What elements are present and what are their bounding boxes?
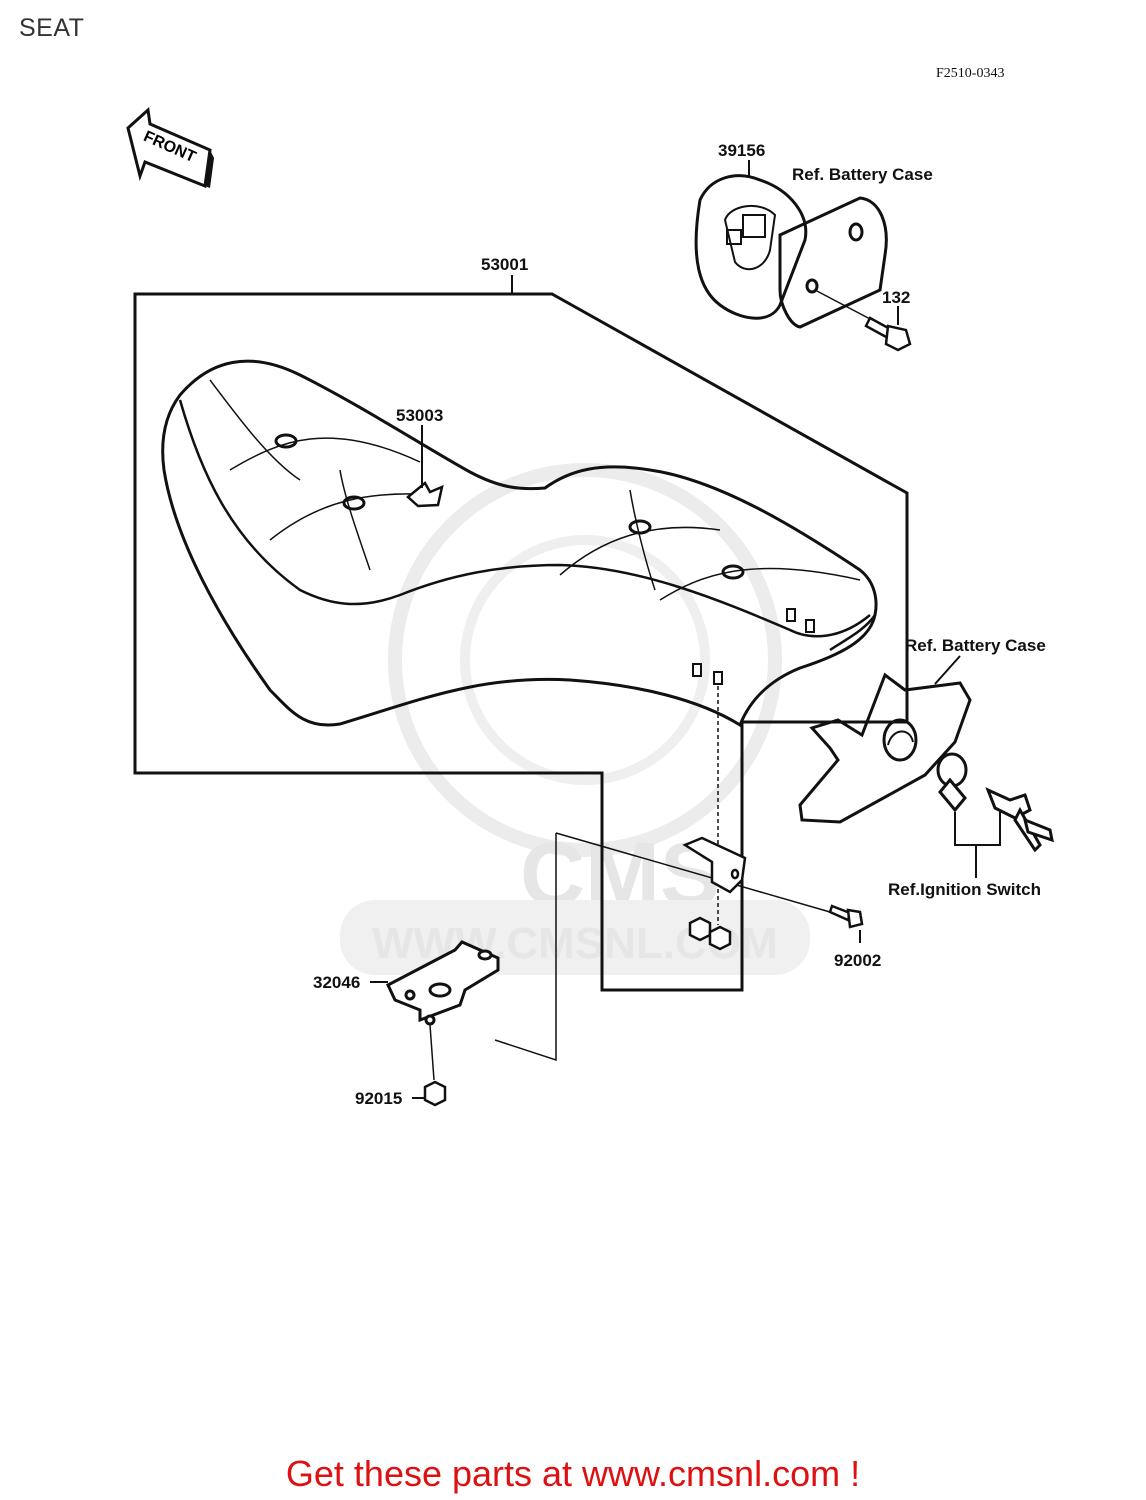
page-title: SEAT <box>19 14 85 42</box>
battery-cover <box>694 174 888 329</box>
ignition-bracket <box>954 812 1001 878</box>
hardware-frame <box>494 832 831 1062</box>
label-53003: 53003 <box>396 406 443 425</box>
footer-link[interactable]: Get these parts at www.cmsnl.com ! <box>285 1453 861 1494</box>
bracket-32046 <box>386 940 500 1026</box>
bracket-upper <box>682 836 747 894</box>
nut-92015 <box>423 1080 447 1107</box>
label-ref-battery-case-right: Ref. Battery Case <box>905 636 1046 655</box>
label-92015: 92015 <box>355 1089 402 1108</box>
ignition-switch <box>936 752 1054 853</box>
diagram-code: F2510-0343 <box>936 66 1005 81</box>
label-32046: 32046 <box>313 973 360 992</box>
label-39156: 39156 <box>718 141 765 160</box>
label-53001: 53001 <box>481 255 528 274</box>
label-92002: 92002 <box>834 951 881 970</box>
seat-emblem <box>406 425 444 508</box>
label-132: 132 <box>882 288 910 307</box>
parts-diagram: CMS WWW.CMSNL.COM FRONT <box>126 107 1054 1108</box>
seat-hooks <box>692 608 815 685</box>
bolt-92002 <box>828 904 864 929</box>
front-arrow: FRONT <box>126 107 214 189</box>
label-ref-battery-case-top: Ref. Battery Case <box>792 165 933 184</box>
nuts-pair <box>688 916 732 951</box>
label-ref-ignition-switch: Ref.Ignition Switch <box>888 880 1041 899</box>
seat <box>161 359 878 728</box>
bolt-132 <box>864 316 912 352</box>
battery-case-latch <box>798 672 972 824</box>
